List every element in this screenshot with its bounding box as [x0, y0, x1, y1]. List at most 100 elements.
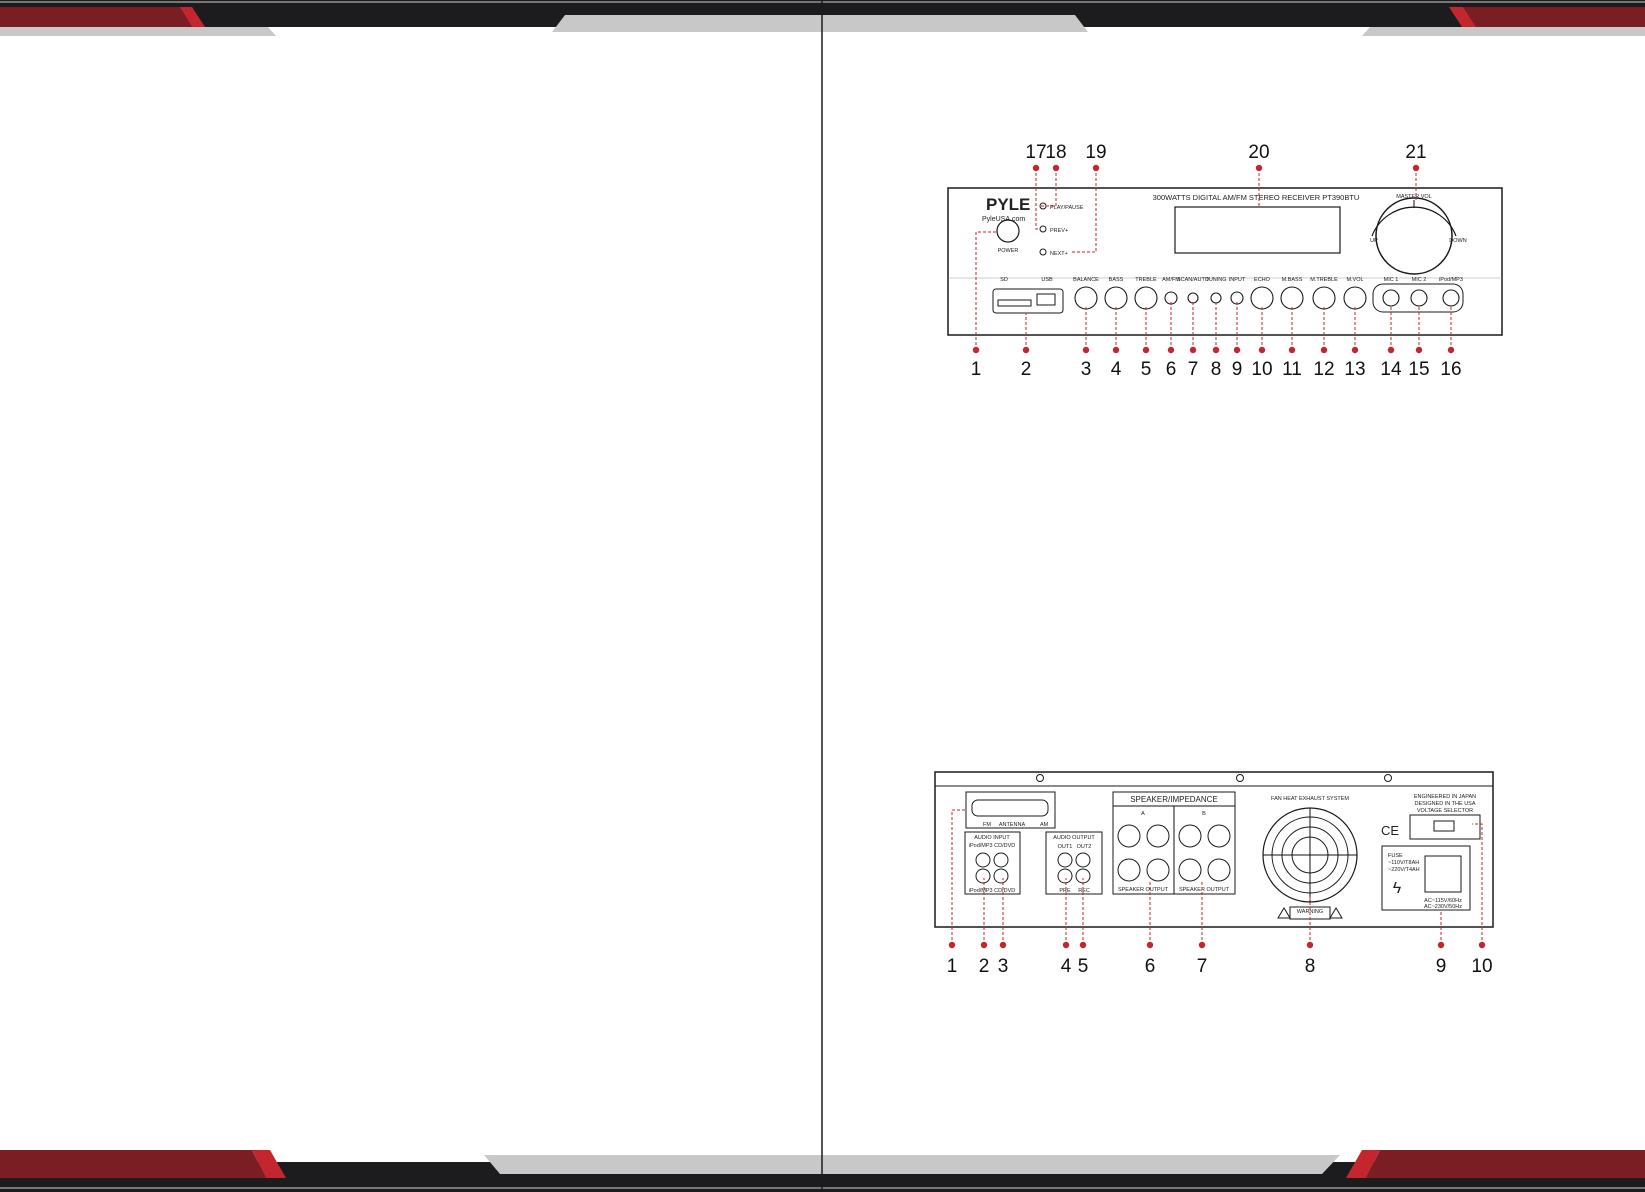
- antenna-fm: FM: [983, 822, 991, 828]
- control-label: TUNING: [1205, 277, 1226, 283]
- speaker-terminal: [1117, 824, 1141, 848]
- callout-number: 17: [1025, 142, 1046, 163]
- callout-dot: [1079, 941, 1087, 949]
- callout-dot: [1112, 346, 1120, 354]
- top-band-accent-right: [1449, 7, 1476, 27]
- callout-number: 8: [1305, 956, 1316, 977]
- callout-dot: [1142, 346, 1150, 354]
- speaker-terminal: [1207, 824, 1231, 848]
- callout-dot: [1146, 941, 1154, 949]
- control-label: USB: [1041, 277, 1053, 283]
- mic-jack-bay: [1372, 283, 1464, 313]
- speaker-terminal: [1207, 858, 1231, 882]
- screw-1: [1036, 774, 1044, 782]
- control-label: INPUT: [1229, 277, 1246, 283]
- rear-panel-outline: [934, 771, 1494, 928]
- callout-number: 4: [1111, 359, 1122, 380]
- volume-label: MASTER VOL: [1396, 194, 1431, 200]
- next-label: NEXT+: [1050, 251, 1068, 257]
- audio-output-pre: PRE: [1059, 888, 1071, 894]
- fuse-title: FUSE: [1388, 853, 1403, 859]
- control-label: SD: [1000, 277, 1008, 283]
- callout-number: 9: [1232, 359, 1243, 380]
- callout-number: 4: [1061, 956, 1072, 977]
- control-label: ECHO: [1254, 277, 1271, 283]
- callout-dot: [948, 941, 956, 949]
- control-label: AM/FM: [1162, 277, 1180, 283]
- callout-dot: [1233, 346, 1241, 354]
- audio-output-title: AUDIO OUTPUT: [1053, 835, 1095, 841]
- front-panel-outline: [947, 187, 1503, 336]
- warning-triangle-right: [1329, 907, 1343, 919]
- bottom-band-accent-left: [252, 1150, 286, 1178]
- rear-panel-diagram: FM ANTENNA AM AUDIO INPUT iPod/MP3 CD/DV…: [934, 771, 1494, 977]
- warning-triangle-left: [1277, 907, 1291, 919]
- control-knob: [1134, 286, 1158, 310]
- callout-number: 18: [1045, 142, 1066, 163]
- speaker-a: A: [1141, 811, 1145, 817]
- fuse-power-block: [1381, 845, 1471, 911]
- control-knob: [1250, 286, 1274, 310]
- fuse-line1: ~110V/T8AH: [1388, 860, 1419, 866]
- callout-dot: [999, 941, 1007, 949]
- play-label: PLAY/PAUSE: [1050, 205, 1084, 211]
- rca-jack: [1057, 868, 1073, 884]
- callout-number: 5: [1141, 359, 1152, 380]
- fan-title: FAN HEAT EXHAUST SYSTEM: [1271, 796, 1349, 802]
- callout-number: 2: [1021, 359, 1032, 380]
- top-tab-center: [552, 15, 1088, 32]
- control-label: SCAN/AUTO: [1177, 277, 1210, 283]
- callout-number: 1: [947, 956, 958, 977]
- antenna-label: ANTENNA: [999, 822, 1026, 828]
- speaker-terminal: [1146, 824, 1170, 848]
- callout-number: 16: [1440, 359, 1461, 380]
- bottom-tab-center: [484, 1155, 1340, 1174]
- sd-usb-bay: [992, 288, 1064, 314]
- top-band-accent-left: [180, 7, 205, 27]
- speaker-terminal: [1178, 858, 1202, 882]
- engineered-line2: DESIGNED IN THE USA: [1414, 801, 1475, 807]
- control-knob: [1187, 292, 1199, 304]
- control-knob: [1280, 286, 1304, 310]
- callout-number: 5: [1078, 956, 1089, 977]
- control-knob: [1382, 289, 1400, 307]
- callout-number: 11: [1282, 359, 1302, 380]
- voltage-selector-block: [1409, 814, 1481, 840]
- top-band-red-right: [1463, 7, 1645, 27]
- callout-number: 3: [998, 956, 1009, 977]
- speaker-output-a: SPEAKER OUTPUT: [1118, 887, 1169, 893]
- next-button: [1039, 248, 1047, 256]
- bottom-band-red-right: [1366, 1150, 1645, 1178]
- callout-dot: [1412, 164, 1420, 172]
- callout-leader: [1040, 168, 1057, 207]
- callout-number: 7: [1197, 956, 1208, 977]
- control-knob: [1410, 289, 1428, 307]
- callout-dot: [1478, 941, 1486, 949]
- callout-dot: [980, 941, 988, 949]
- screw-3: [1384, 774, 1392, 782]
- audio-output-out1: OUT1: [1058, 844, 1073, 850]
- model-title: 300WATTS DIGITAL AM/FM STEREO RECEIVER P…: [1153, 193, 1360, 202]
- voltage-selector-switch: [1433, 820, 1455, 832]
- callout-leader: [1072, 168, 1097, 253]
- control-knob: [1210, 292, 1222, 304]
- callout-dot: [1320, 346, 1328, 354]
- volume-up-label: UP: [1370, 238, 1378, 244]
- callout-dot: [1092, 164, 1100, 172]
- callout-dot: [1387, 346, 1395, 354]
- front-panel-diagram: PYLE PyleUSA.com POWER PLAY/PAUSE PREV+ …: [947, 142, 1503, 380]
- bottom-band-accent-right: [1346, 1150, 1380, 1178]
- antenna-terminal: [971, 799, 1049, 817]
- callout-leader: [975, 231, 997, 350]
- rca-jack: [1075, 852, 1091, 868]
- callout-dot: [1437, 941, 1445, 949]
- callout-dot: [1306, 941, 1314, 949]
- screw-2: [1236, 774, 1244, 782]
- control-label: iPod/MP3: [1439, 277, 1463, 283]
- ce-mark: CE: [1381, 823, 1399, 838]
- control-knob: [1074, 286, 1098, 310]
- control-knob: [1442, 289, 1460, 307]
- display-window: [1174, 206, 1341, 254]
- control-knob: [1343, 286, 1367, 310]
